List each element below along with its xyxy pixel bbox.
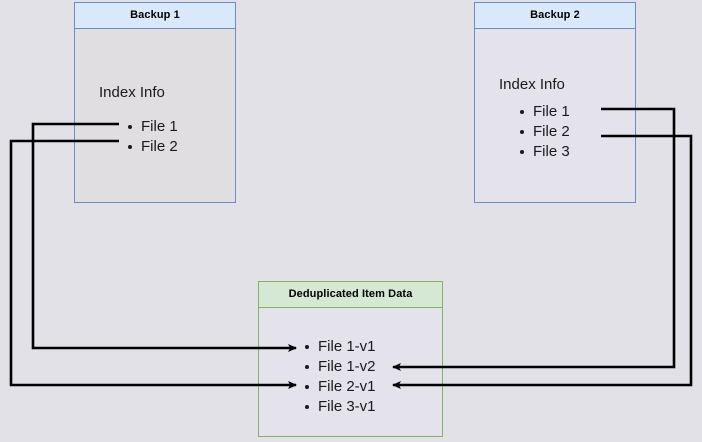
node-backup-2[interactable]: Backup 2 Index Info File 1 File 2 File 3 — [474, 2, 636, 203]
node-backup-1-body: Index Info File 1 File 2 — [75, 29, 235, 203]
node-deduplicated-item-data-title: Deduplicated Item Data — [259, 282, 442, 308]
list-item: File 3 — [518, 142, 570, 162]
list-item: File 2 — [126, 137, 178, 157]
backup-1-file-list: File 1 File 2 — [126, 117, 178, 157]
deduplicated-file-list: File 1-v1 File 1-v2 File 2-v1 File 3-v1 — [303, 337, 376, 417]
node-backup-1-title: Backup 1 — [75, 3, 235, 29]
list-item: File 1-v1 — [303, 337, 376, 357]
backup-1-index-label: Index Info — [99, 84, 165, 101]
node-backup-2-title: Backup 2 — [475, 3, 635, 29]
node-deduplicated-item-data[interactable]: Deduplicated Item Data File 1-v1 File 1-… — [258, 281, 443, 437]
backup-2-file-list: File 1 File 2 File 3 — [518, 102, 570, 162]
node-deduplicated-item-data-body: File 1-v1 File 1-v2 File 2-v1 File 3-v1 — [259, 308, 442, 437]
list-item: File 1 — [518, 102, 570, 122]
list-item: File 2 — [518, 122, 570, 142]
list-item: File 1 — [126, 117, 178, 137]
list-item: File 2-v1 — [303, 377, 376, 397]
list-item: File 1-v2 — [303, 357, 376, 377]
list-item: File 3-v1 — [303, 397, 376, 417]
node-backup-2-body: Index Info File 1 File 2 File 3 — [475, 29, 635, 203]
backup-2-index-label: Index Info — [499, 76, 565, 93]
node-backup-1[interactable]: Backup 1 Index Info File 1 File 2 — [74, 2, 236, 203]
